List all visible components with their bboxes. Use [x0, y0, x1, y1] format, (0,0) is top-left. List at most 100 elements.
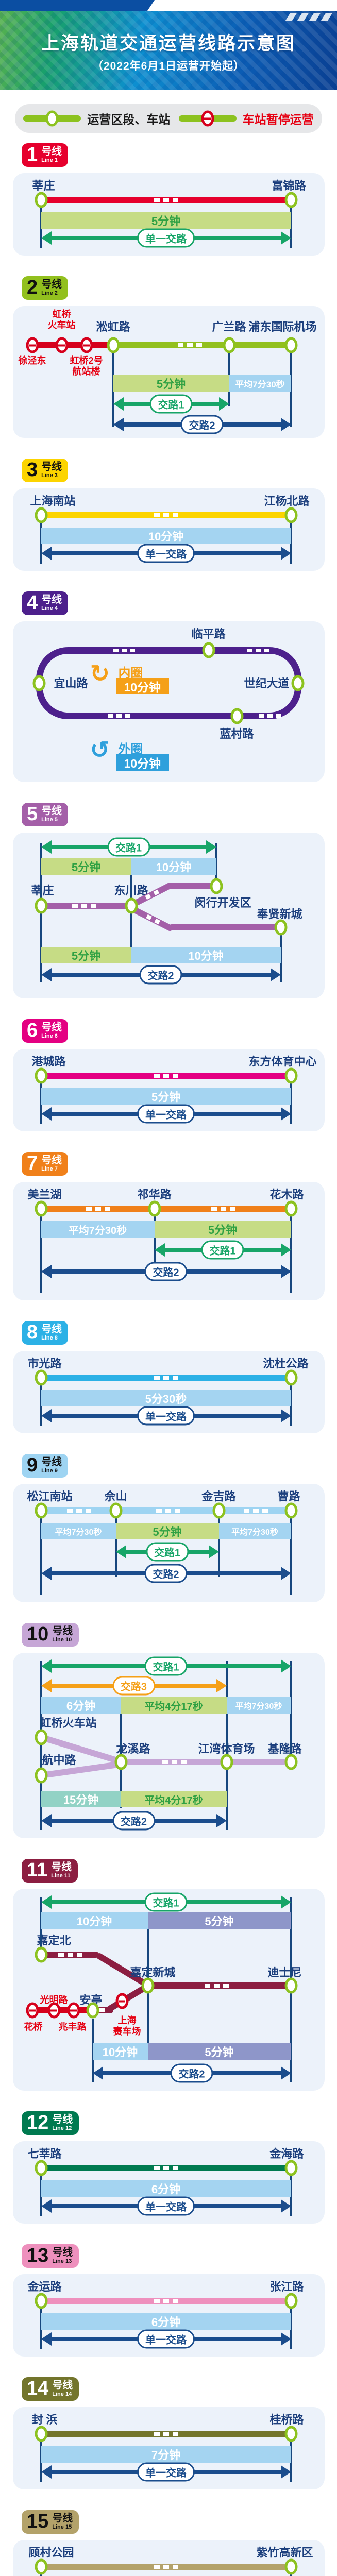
line-6-card: 港城路 东方体育中心 5分钟 单一交路	[12, 1049, 325, 1131]
line-badge-suffix: 号线	[41, 1323, 62, 1335]
track-dashes	[86, 1207, 110, 1211]
line-badge-suffix: 号线	[41, 1154, 62, 1166]
station-circle	[291, 675, 304, 691]
station-circle	[86, 2002, 99, 2019]
route-label: 单一交路	[137, 544, 195, 563]
station-label: 世纪大道	[244, 677, 290, 690]
interval-band: 5分钟	[41, 858, 131, 875]
station-circle	[274, 919, 287, 936]
station-label: 张江路	[269, 2280, 304, 2293]
legend-suspended-item: 车站暂停运营	[178, 110, 314, 127]
station-label: 嘉定北	[37, 1934, 71, 1947]
station-circle	[284, 507, 297, 523]
guide-line	[290, 1213, 292, 1293]
line-badge-english: Line 1	[41, 157, 58, 163]
guide-line	[215, 843, 217, 884]
line-badge-number: 13	[27, 2245, 49, 2266]
interval-band: 10分钟	[131, 947, 281, 963]
line-track	[113, 342, 291, 348]
interval-band: 10分钟	[92, 2043, 148, 2060]
station-label: 奉贤新城	[257, 908, 302, 921]
route-label: 交路2	[180, 415, 224, 434]
station-circle	[284, 2293, 297, 2309]
guide-line	[290, 204, 292, 248]
legend-operating-item: 运营区段、车站	[23, 110, 170, 127]
route-arrow: 交路1	[154, 1240, 291, 1260]
line-badge-suffix: 号线	[41, 594, 62, 605]
station-circle	[284, 1502, 297, 1519]
line-badge-english: Line 9	[41, 1467, 58, 1474]
suspended-station-label: 虹桥火车站	[47, 309, 76, 330]
station-circle	[284, 192, 297, 208]
line-8-card: 市光路 沈杜公路 5分30秒 单一交路	[12, 1351, 325, 1433]
route-arrow: 单一交路	[41, 2196, 291, 2216]
interval-band: 5分钟	[41, 212, 291, 229]
interval-band: 5分钟	[115, 1523, 219, 1539]
guide-line	[225, 1661, 228, 1830]
legend-suspended-label: 车站暂停运营	[242, 113, 314, 126]
guide-line	[120, 1697, 122, 1808]
suspended-station-circle	[55, 337, 68, 353]
guide-line	[40, 1515, 42, 1595]
station-circle	[35, 2293, 47, 2309]
station-circle	[35, 1729, 47, 1745]
line-badge-suffix: 号线	[51, 1861, 72, 1873]
station-label: 花木路	[269, 1188, 304, 1201]
line-badge-number: 4	[27, 592, 38, 614]
line-badge-number: 15	[27, 2511, 49, 2532]
interval-band: 平均7分30秒	[218, 1523, 291, 1539]
line-badge-number: 1	[27, 144, 38, 165]
station-circle	[212, 1502, 225, 1519]
station-circle	[109, 1502, 122, 1519]
interval-band: 平均7分30秒	[229, 375, 291, 392]
line-3-card: 上海南站 江杨北路 10分钟 单一交路	[12, 488, 325, 571]
track-dashes	[108, 714, 130, 718]
guide-line	[290, 1080, 292, 1124]
track-dashes	[204, 1984, 229, 1988]
route-arrow: 单一交路	[41, 1104, 291, 1124]
station-label: 佘山	[104, 1490, 127, 1503]
guide-line	[290, 1382, 292, 1426]
line-badge-english: Line 13	[52, 2258, 72, 2264]
station-label: 金吉路	[201, 1490, 236, 1503]
line-badge-english: Line 2	[41, 290, 58, 296]
track-dashes	[99, 2008, 105, 2012]
guide-line	[40, 1213, 42, 1293]
route-label: 交路2	[144, 1262, 188, 1281]
station-label: 紫竹高新区	[256, 2546, 313, 2559]
interval-band: 6分钟	[41, 2313, 291, 2330]
line-badge-number: 3	[27, 459, 38, 481]
interval-band: 5分30秒	[41, 1390, 291, 1406]
station-circle	[35, 897, 47, 914]
track-dashes	[162, 1760, 187, 1764]
guide-line	[290, 519, 292, 564]
station-label: 祁华路	[137, 1188, 172, 1201]
station-label: 迪士尼	[267, 1966, 302, 1979]
station-label: 航中路	[42, 1754, 76, 1767]
line-badge-suffix: 号线	[52, 2379, 73, 2391]
guide-line	[290, 349, 292, 427]
station-circle	[141, 1977, 154, 1994]
page-title: 上海轨道交通运营线路示意图	[41, 33, 296, 54]
header-banner: 上海轨道交通运营线路示意图 （2022年6月1日运营开始起）	[0, 11, 337, 90]
suspended-station-icon	[201, 110, 214, 127]
route-arrow: 交路2	[41, 965, 281, 985]
line-badge-suffix: 号线	[52, 2113, 73, 2125]
station-circle	[148, 1200, 161, 1217]
route-label: 单一交路	[137, 2462, 195, 2482]
interval-band: 7分钟	[41, 2446, 291, 2463]
track-dashes	[154, 2299, 178, 2303]
station-circle	[284, 1977, 297, 1994]
station-label: 沈杜公路	[263, 1357, 309, 1370]
suspended-track	[32, 2007, 93, 2013]
branch-track	[168, 924, 281, 930]
